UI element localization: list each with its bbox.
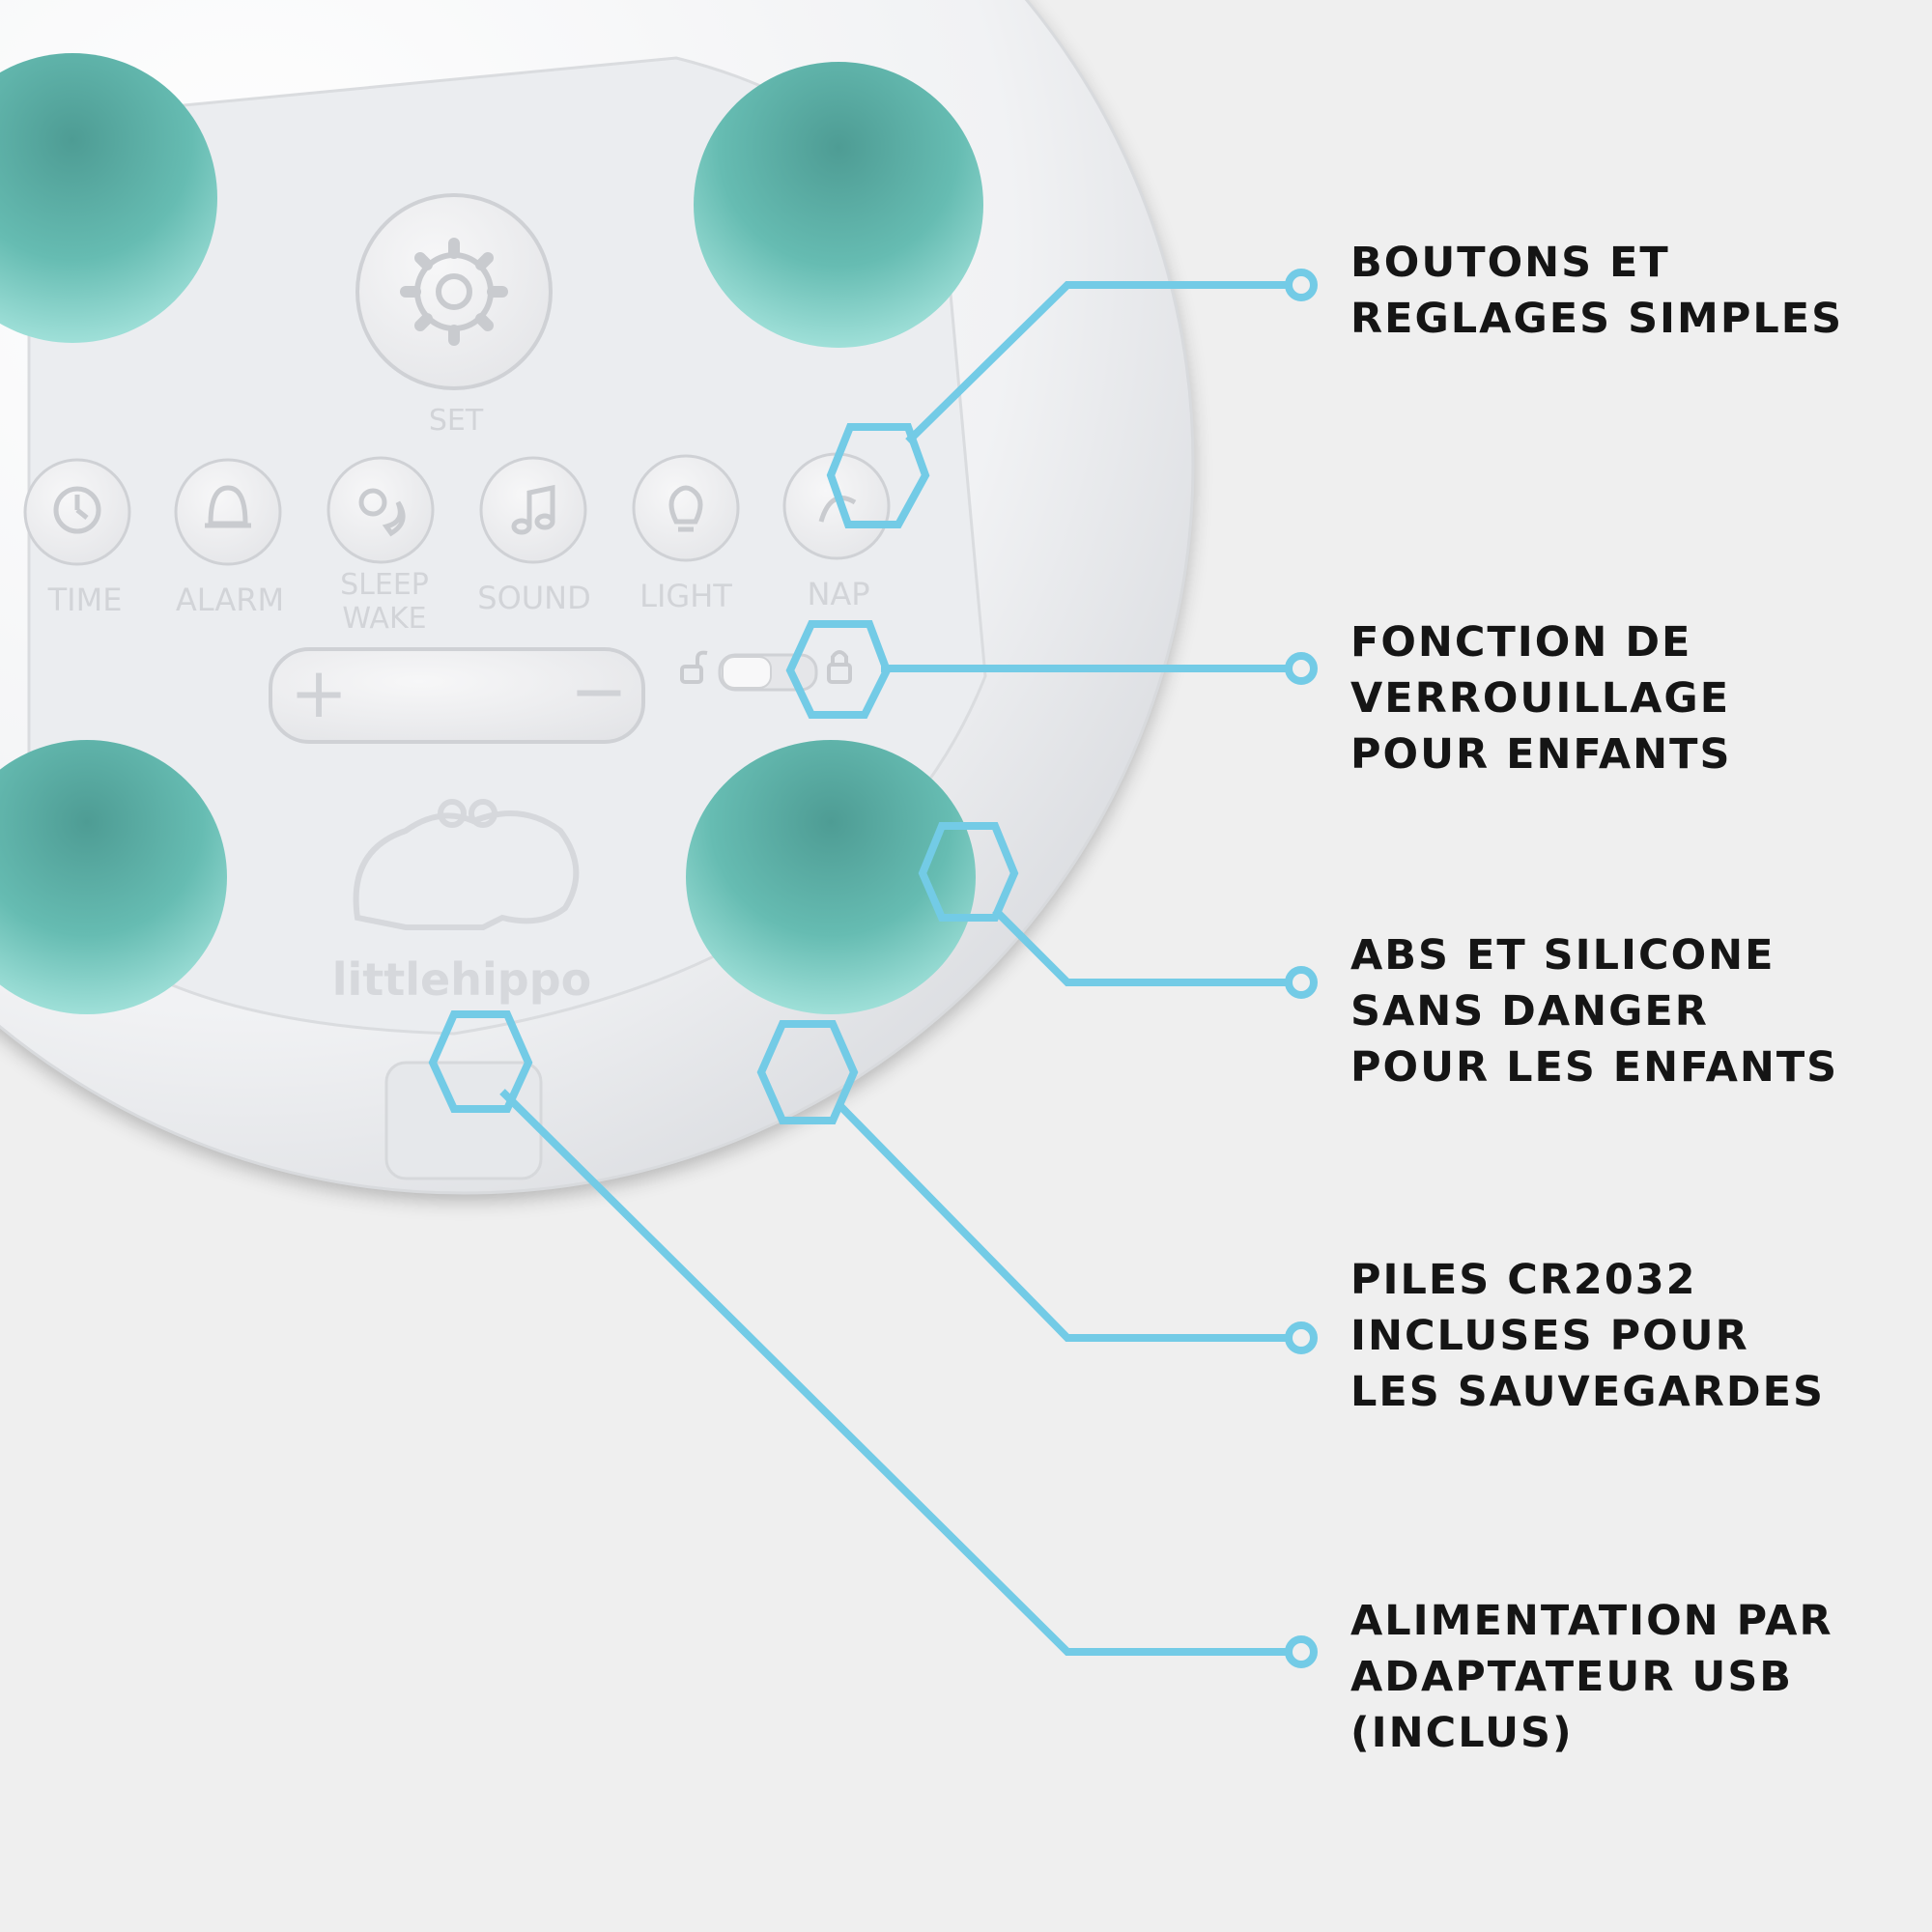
sleep-label: SLEEP — [340, 568, 429, 602]
brand-name: littlehippo — [332, 953, 591, 1006]
endpoint-dot — [1285, 1321, 1318, 1354]
lock-switch-knob[interactable] — [722, 656, 772, 689]
callout-line: ALIMENTATION PAR — [1350, 1597, 1833, 1645]
unlock-icon — [680, 650, 708, 684]
silicone-foot — [0, 53, 217, 343]
callout-line: POUR LES ENFANTS — [1350, 1043, 1839, 1092]
callout-line: BOUTONS ET — [1350, 239, 1670, 287]
nap-icon — [818, 496, 857, 523]
alarm-button[interactable]: ALARM — [174, 458, 284, 618]
callout-line: FONCTION DE — [1350, 618, 1692, 667]
endpoint-dot — [1285, 652, 1318, 685]
callout-battery: PILES CR2032 INCLUSES POUR LES SAUVEGARD… — [1350, 1252, 1825, 1420]
callout-line: ADAPTATEUR USB — [1350, 1653, 1794, 1701]
callout-line: (INCLUS) — [1350, 1709, 1574, 1757]
time-button[interactable]: TIME — [23, 458, 131, 618]
callout-line: INCLUSES POUR — [1350, 1312, 1749, 1360]
callout-power: ALIMENTATION PAR ADAPTATEUR USB (INCLUS) — [1350, 1593, 1833, 1761]
connector-battery — [838, 1103, 1290, 1342]
callout-line: POUR ENFANTS — [1350, 730, 1732, 779]
callout-lock: FONCTION DE VERROUILLAGE POUR ENFANTS — [1350, 614, 1731, 782]
lock-icon — [827, 650, 852, 684]
callout-connectors — [428, 269, 1318, 1668]
set-label: SET — [429, 404, 484, 438]
connector-buttons — [905, 281, 1290, 444]
callout-line: REGLAGES SIMPLES — [1350, 295, 1844, 343]
volume-rocker[interactable]: + − — [269, 647, 645, 744]
clock-icon — [53, 486, 101, 534]
callout-line: ABS ET SILICONE — [1350, 931, 1776, 980]
silicone-feet — [0, 53, 983, 1014]
callout-buttons: BOUTONS ET REGLAGES SIMPLES — [1350, 235, 1843, 347]
bell-icon — [205, 485, 251, 528]
nap-label: NAP — [807, 576, 869, 612]
alarm-label: ALARM — [176, 582, 284, 618]
endpoint-dot — [1285, 966, 1318, 999]
silicone-foot — [0, 740, 227, 1014]
sound-button[interactable]: SOUND — [477, 456, 591, 616]
volume-plus[interactable]: + — [290, 652, 348, 733]
music-note-icon — [511, 484, 555, 535]
silicone-foot — [686, 740, 976, 1014]
hexagon-marker — [428, 1010, 533, 1113]
light-label: LIGHT — [639, 578, 732, 614]
gear-icon — [400, 238, 508, 346]
volume-minus[interactable]: − — [570, 650, 628, 731]
endpoint-dot — [1285, 269, 1318, 301]
nap-button[interactable]: NAP — [782, 452, 891, 612]
time-label: TIME — [47, 582, 123, 618]
callout-material: ABS ET SILICONE SANS DANGER POUR LES ENF… — [1350, 927, 1838, 1095]
light-bulb-icon — [668, 485, 703, 532]
brand-logo: littlehippo — [332, 799, 591, 1006]
callout-line: PILES CR2032 — [1350, 1256, 1697, 1304]
callout-line: VERROUILLAGE — [1350, 674, 1731, 723]
callout-line: LES SAUVEGARDES — [1350, 1368, 1825, 1416]
set-button[interactable]: SET — [355, 193, 553, 438]
sun-moon-icon — [358, 488, 406, 537]
silicone-foot — [694, 62, 983, 348]
sound-label: SOUND — [477, 580, 591, 616]
function-buttons: TIME ALARM SLEEP WAKE — [23, 452, 891, 636]
wake-label: WAKE — [342, 602, 426, 636]
hexagon-marker — [785, 620, 892, 719]
hexagon-marker — [756, 1020, 859, 1124]
callout-line: SANS DANGER — [1350, 987, 1709, 1036]
hippo-logo-icon — [353, 799, 580, 930]
connector-power — [499, 1089, 1290, 1656]
light-button[interactable]: LIGHT — [632, 454, 740, 614]
sleep-wake-button[interactable]: SLEEP WAKE — [327, 456, 435, 636]
hexagon-marker — [918, 822, 1019, 922]
connector-material — [992, 907, 1290, 986]
hexagon-marker — [826, 423, 930, 528]
endpoint-dot — [1285, 1635, 1318, 1668]
